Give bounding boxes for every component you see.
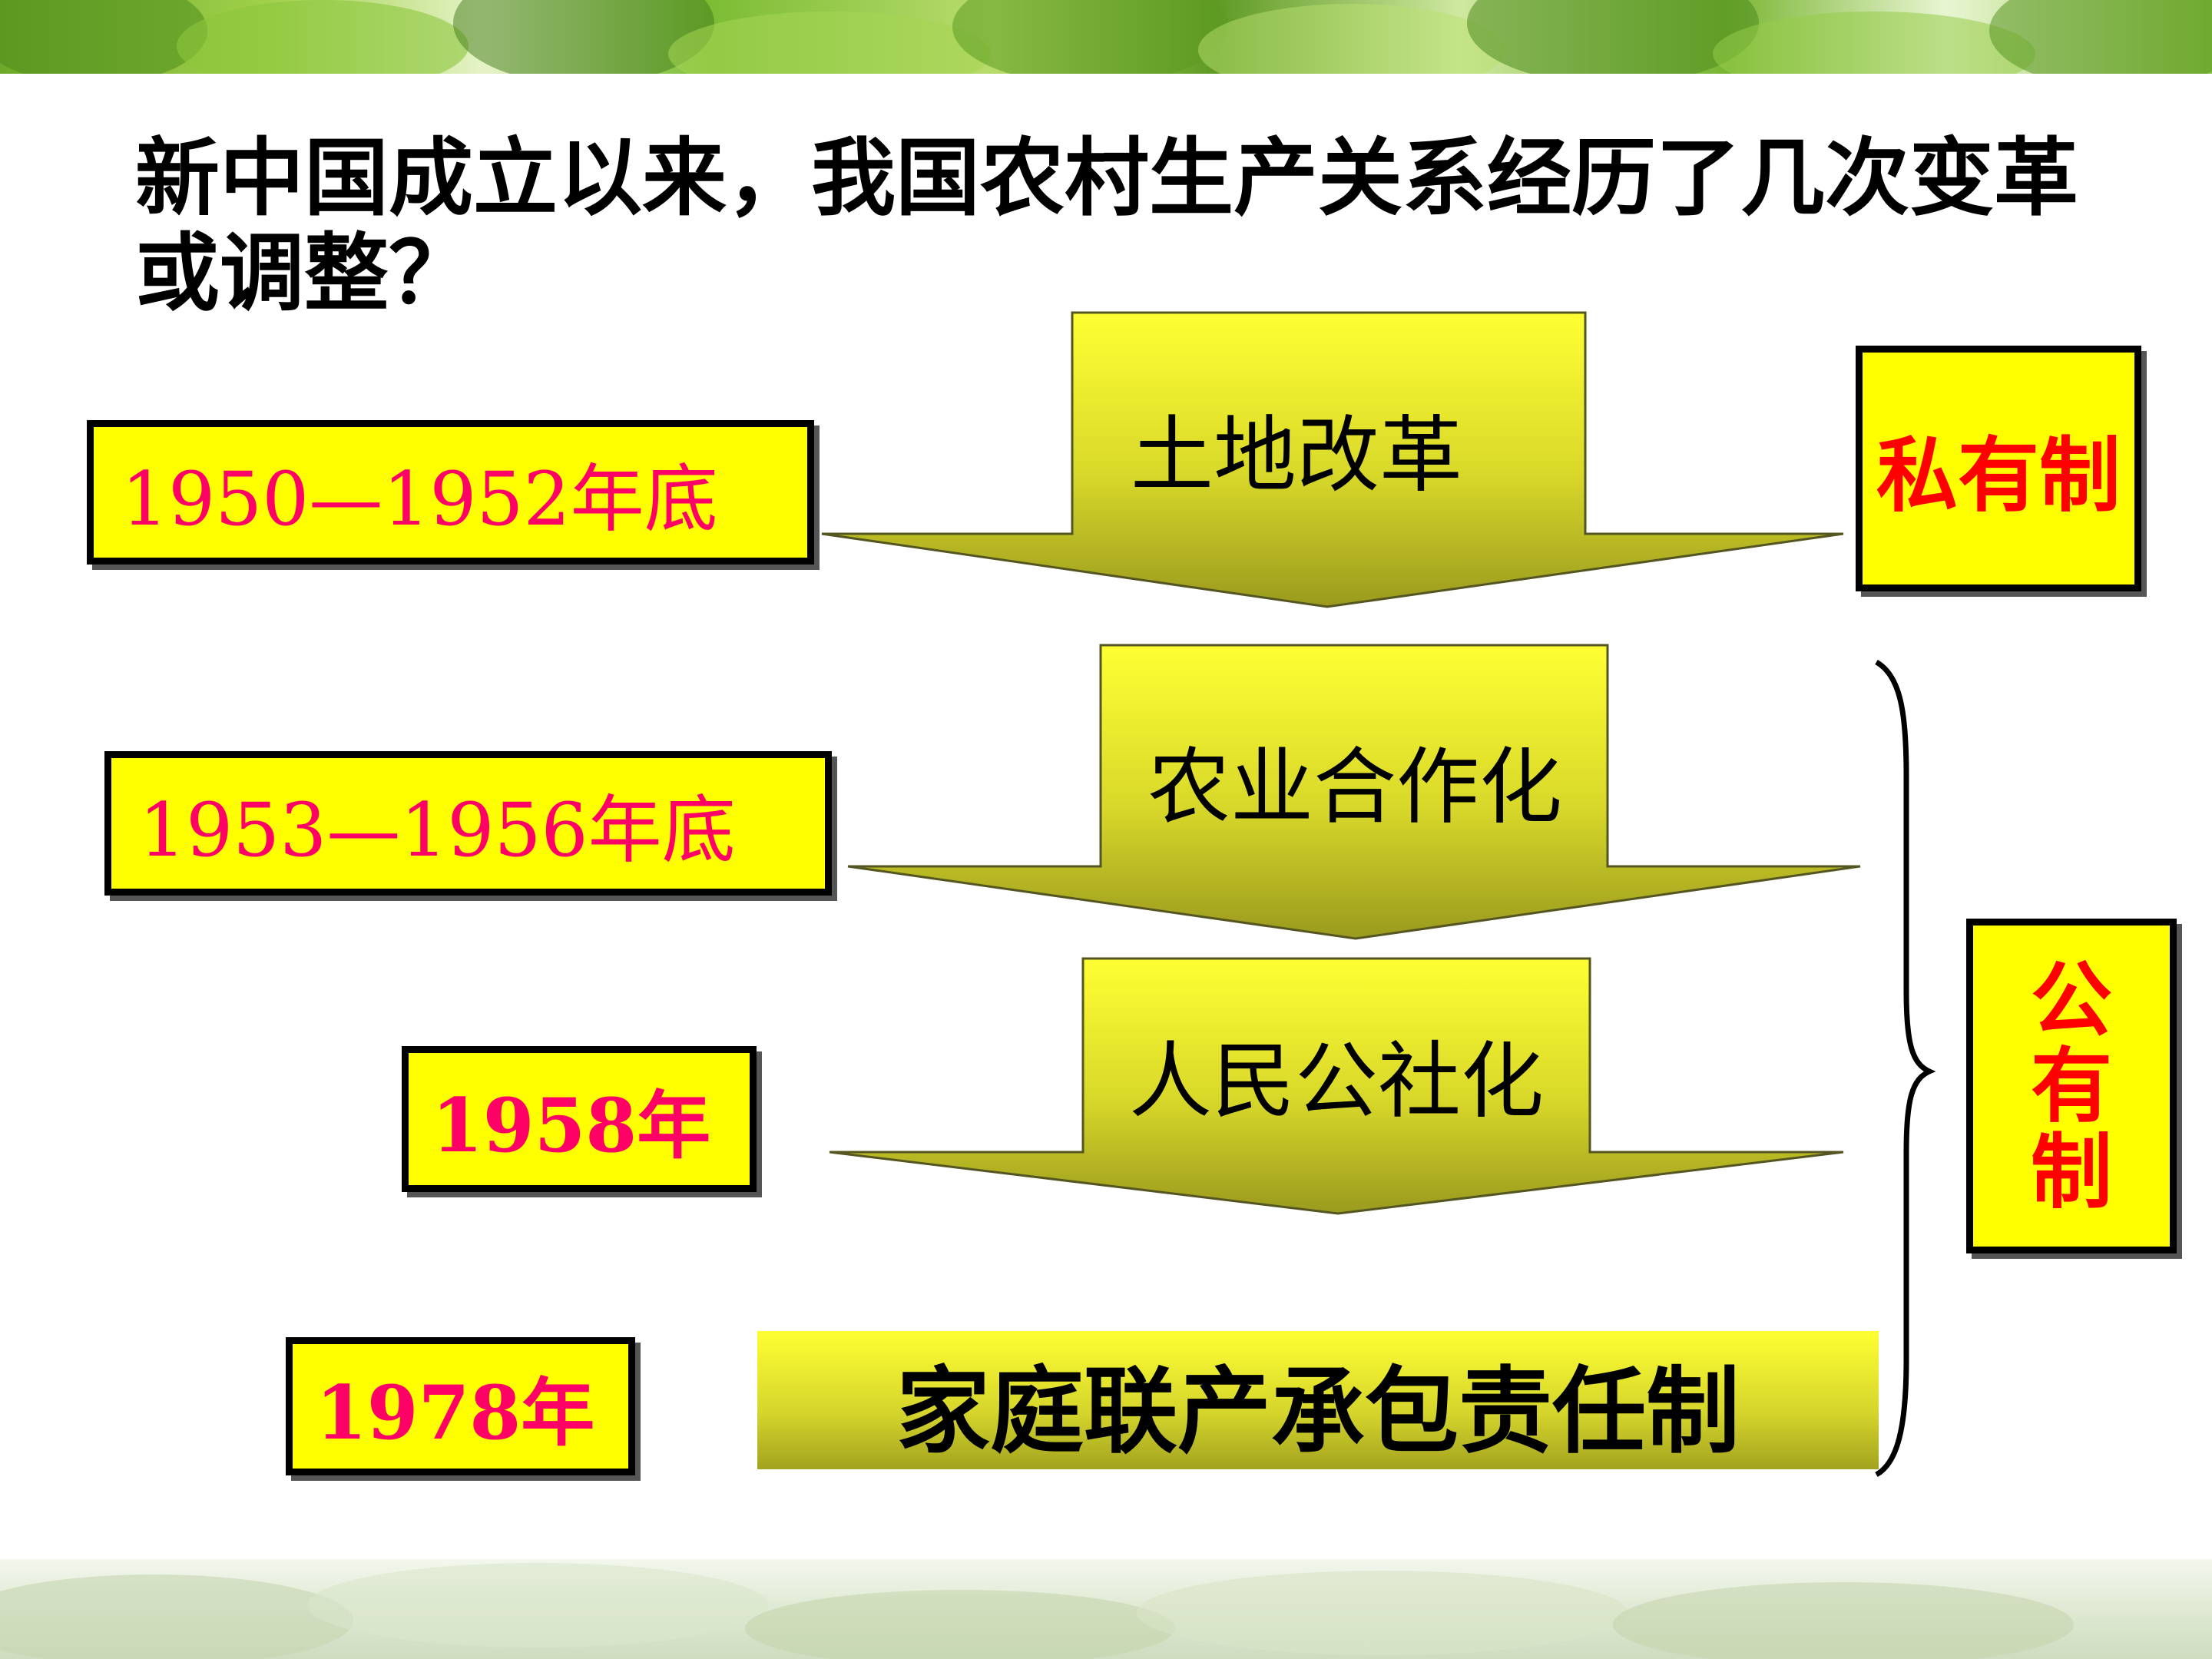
period-label-4: 1978年 [316,1369,595,1456]
period-box-3: 1958年 [402,1046,757,1192]
reform-arrow-1 [821,311,1844,608]
period-box-1: 1950—1952年底 [87,420,814,565]
reform-label-2: 农业合作化 [1147,740,1562,836]
leaf-banner-top [0,0,2212,74]
public-ownership-brace [1875,659,1936,1478]
period-box-4: 1978年 [286,1337,635,1475]
period-label-3: 1958年 [432,1081,711,1169]
period-box-2: 1953—1956年底 [104,751,832,896]
reform-bar-4 [757,1331,1879,1469]
period-label-1: 1950—1952年底 [121,455,718,542]
public-ownership-box: 公有制 [1966,919,2177,1253]
reform-arrow-2 [847,644,1861,940]
leaf-banner-bottom [0,1559,2212,1659]
private-ownership-label: 私有制 [1876,427,2121,523]
reform-label-3: 人民公社化 [1129,1034,1544,1130]
reform-arrow-3 [829,957,1844,1215]
period-label-2: 1953—1956年底 [139,786,736,873]
reform-label-4: 家庭联产承包责任制 [896,1356,1740,1466]
public-ownership-label: 公有制 [2031,952,2112,1220]
private-ownership-box: 私有制 [1856,346,2141,591]
leaf-decoration-faded [0,1563,2074,1659]
leaf-decoration [0,0,2212,74]
question-title: 新中国成立以来，我国农村生产关系经历了几次变革或调整？ [135,128,2078,323]
reform-label-1: 土地改革 [1131,408,1462,504]
